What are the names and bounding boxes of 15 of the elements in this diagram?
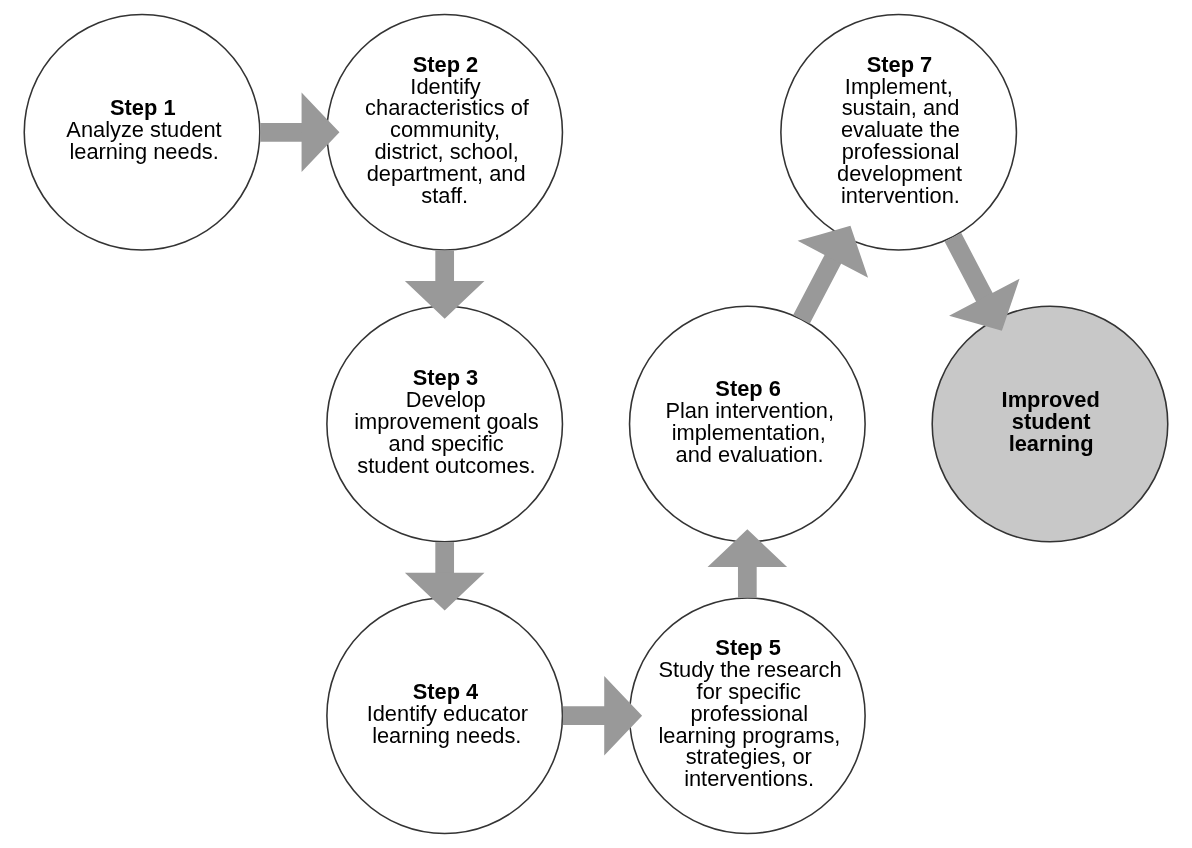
arrow bbox=[404, 542, 485, 611]
node-circle: Step 7 Implement, sustain, and evaluate the professional development intervention. bbox=[780, 13, 1018, 251]
arrow bbox=[562, 675, 643, 756]
node-circle: Step 3 Develop improvement goals and specific student outcomes. bbox=[326, 305, 564, 543]
node-circle: Step 2 Identify characteristics of community, district, school, department, and staff. bbox=[326, 13, 564, 251]
node-circle: Step 4 Identify educator learning needs. bbox=[326, 597, 564, 835]
arrow bbox=[707, 529, 788, 598]
arrow bbox=[793, 225, 869, 324]
node-circle: Step 6 Plan intervention, implementation, and evaluation. bbox=[628, 305, 866, 543]
node-circle: Step 1 Analyze student learning needs. bbox=[23, 13, 261, 251]
node-circle: Step 5 Study the research for specific professional learning programs, strategies, or interventions. bbox=[628, 597, 866, 835]
arrow bbox=[404, 250, 485, 319]
arrow bbox=[944, 232, 1020, 331]
arrow bbox=[260, 92, 340, 173]
node-circle: Improved student learning bbox=[931, 305, 1169, 543]
